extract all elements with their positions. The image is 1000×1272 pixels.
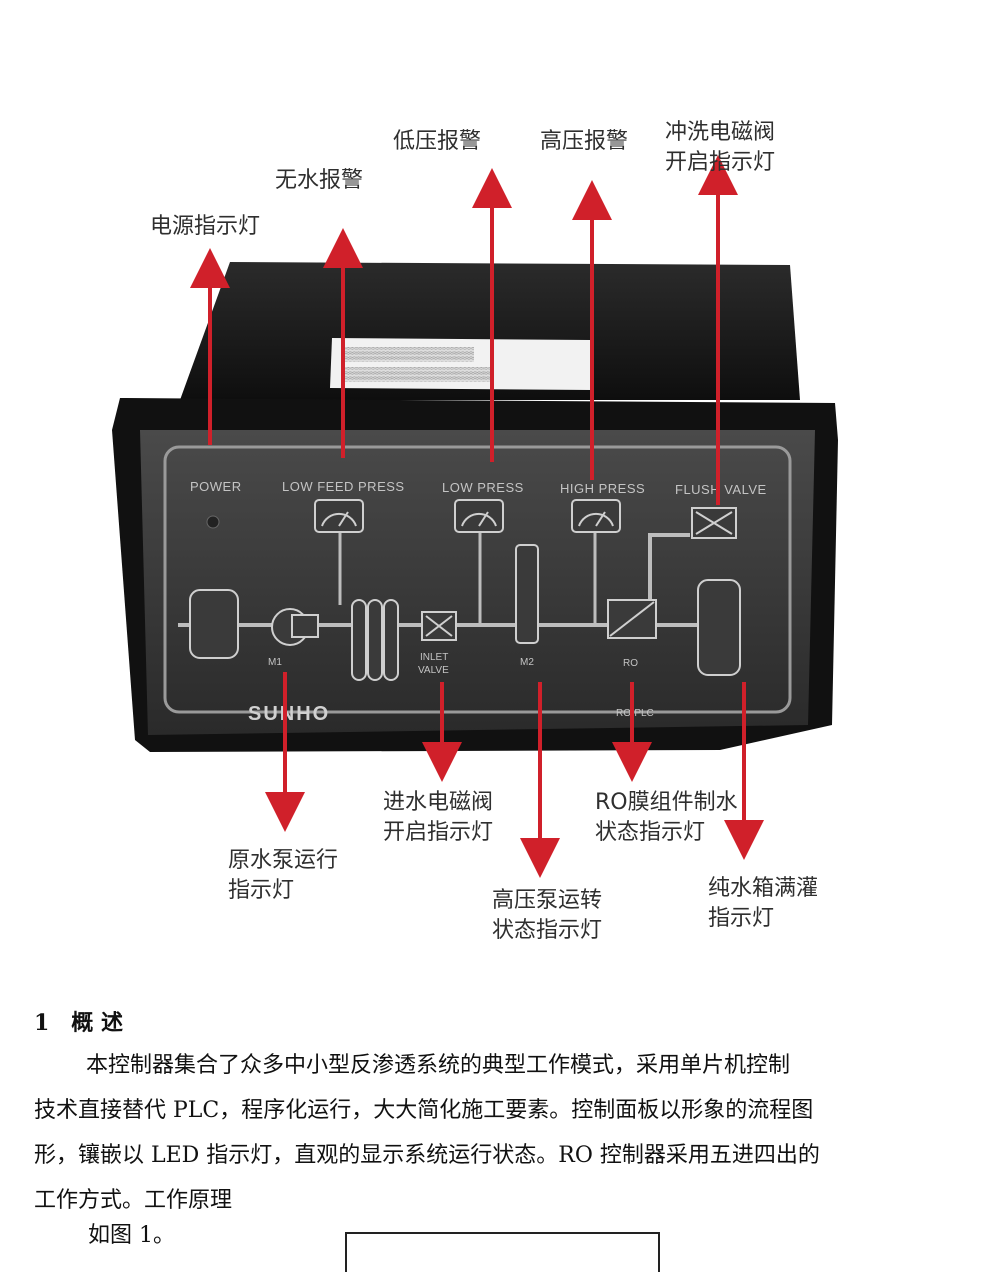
controller-face	[140, 430, 815, 735]
callout-line: 原水泵运行	[228, 848, 339, 873]
gauge-icon	[454, 499, 504, 533]
callout-line: 状态指示灯	[492, 918, 603, 943]
panel-label-low-press: LOW PRESS	[442, 480, 524, 495]
power-led	[206, 515, 220, 529]
flush-valve-icon	[691, 507, 737, 539]
ro-membrane-icon	[607, 599, 657, 639]
panel-label-power: POWER	[190, 479, 242, 494]
callout-power: 电源指示灯	[150, 214, 261, 239]
callout-line: 开启指示灯	[665, 150, 776, 175]
controller-figure: ▒▒▒▒▒▒▒▒▒▒▒▒▒▒ ▒▒▒▒▒▒▒▒▒▒▒▒▒▒▒▒ POWER LO…	[112, 118, 838, 946]
callout-line: 开启指示灯	[383, 820, 494, 845]
filter-icon	[351, 599, 399, 681]
panel-label-model: RO-PLC	[616, 708, 654, 719]
callout-line: RO膜组件制水	[595, 790, 738, 815]
sticker-line: ▒▒▒▒▒▒▒▒▒▒▒▒▒▒	[345, 346, 475, 362]
callout-flush-valve: 冲洗电磁阀 开启指示灯	[665, 118, 775, 178]
callout-line: 状态指示灯	[595, 820, 706, 845]
callout-inlet-valve: 进水电磁阀 开启指示灯	[383, 788, 493, 848]
gauge-icon	[571, 499, 621, 533]
panel-label-flush: FLUSH VALVE	[675, 482, 767, 497]
callout-low-press: 低压报警	[393, 129, 482, 154]
figure-box	[345, 1232, 660, 1272]
callout-ro-status: RO膜组件制水 状态指示灯	[595, 788, 738, 848]
paragraph-line: 技术直接替代 PLC，程序化运行，大大简化施工要素。控制面板以形象的流程图	[34, 1098, 814, 1123]
panel-label-m2: M2	[520, 657, 534, 668]
brand-logo: SUNHO	[248, 703, 330, 725]
panel-label-inlet: INLET	[420, 652, 448, 663]
sticker-line: ▒▒▒▒▒▒▒▒▒▒▒▒▒▒▒▒	[345, 366, 493, 382]
callout-high-press: 高压报警	[540, 129, 629, 154]
panel-label-high-press: HIGH PRESS	[560, 481, 645, 496]
pump-m2-icon	[515, 544, 539, 644]
callout-arrows	[190, 155, 764, 878]
raw-tank-icon	[189, 589, 239, 659]
callout-line: 高压泵运转	[492, 888, 603, 913]
callout-line: 指示灯	[708, 906, 775, 931]
label-sticker	[330, 338, 592, 390]
product-tank-icon	[697, 579, 741, 676]
pump-m1-icon	[271, 608, 319, 646]
figure-caption: 如图 1。	[88, 1223, 175, 1248]
section-heading: 1 概 述	[34, 1010, 123, 1036]
callout-tank-full: 纯水箱满灌 指示灯	[708, 874, 818, 934]
controller-photo: ▒▒▒▒▒▒▒▒▒▒▒▒▒▒ ▒▒▒▒▒▒▒▒▒▒▒▒▒▒▒▒ POWER LO…	[112, 155, 838, 878]
panel-label-low-feed: LOW FEED PRESS	[282, 479, 405, 494]
callout-line: 冲洗电磁阀	[665, 120, 776, 145]
callout-line: 指示灯	[228, 878, 295, 903]
callout-line: 进水电磁阀	[383, 790, 494, 815]
callout-hp-pump: 高压泵运转 状态指示灯	[492, 886, 602, 946]
panel-label-ro: RO	[623, 658, 638, 669]
callout-line: 纯水箱满灌	[708, 876, 819, 901]
paragraph-line: 形，镶嵌以 LED 指示灯，直观的显示系统运行状态。RO 控制器采用五进四出的	[34, 1143, 820, 1168]
gauge-icon	[314, 499, 364, 533]
overview-paragraph: 本控制器集合了众多中小型反渗透系统的典型工作模式，采用单片机控制 技术直接替代 …	[34, 1043, 964, 1223]
callout-no-water: 无水报警	[275, 168, 364, 193]
paragraph-line: 本控制器集合了众多中小型反渗透系统的典型工作模式，采用单片机控制	[86, 1053, 791, 1078]
panel-label-valve: VALVE	[418, 665, 449, 676]
callout-raw-pump: 原水泵运行 指示灯	[228, 846, 338, 906]
panel-label-m1: M1	[268, 657, 282, 668]
inlet-valve-icon	[421, 611, 457, 641]
paragraph-line: 工作方式。工作原理	[34, 1188, 233, 1213]
